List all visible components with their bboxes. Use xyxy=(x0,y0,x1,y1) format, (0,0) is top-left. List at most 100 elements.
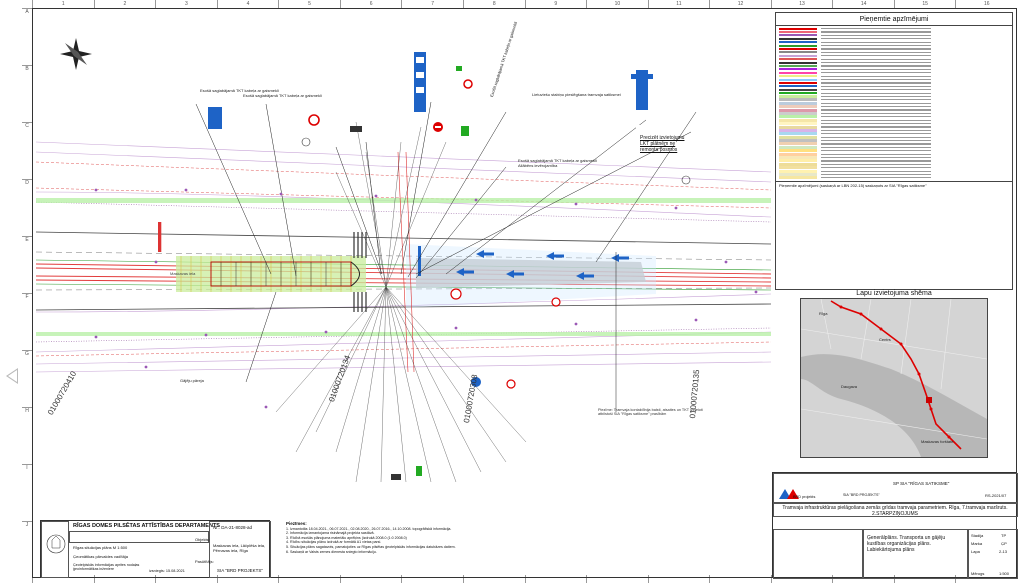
legend-row xyxy=(779,108,1009,112)
legend-row xyxy=(779,145,1009,149)
notes-line: 1. Izmantotās 18.04.2021., 06.07.2021., … xyxy=(286,526,452,531)
annotation-5: Esošā saglabājamā TKT kabeļa ar gaismekl… xyxy=(518,158,597,168)
map-label: Daugava xyxy=(841,384,858,389)
city-seal-icon xyxy=(46,534,66,554)
north-arrow-icon xyxy=(60,38,92,70)
legend-row xyxy=(779,51,1009,54)
title-block: SP SIA "RĪGAS SATIKSME" BRD projekts SIA… xyxy=(772,472,1018,579)
legend-row xyxy=(779,142,1009,146)
green-strip-bottom xyxy=(36,332,771,336)
radiating-leaders xyxy=(275,121,527,483)
legend-row xyxy=(779,44,1009,47)
legend-row xyxy=(779,105,1009,109)
legend-row xyxy=(779,128,1009,132)
legend-row xyxy=(779,159,1009,163)
legend-row xyxy=(779,176,1009,180)
stamp-line2: Ģeomātikas pārvaldes vadītāja xyxy=(73,554,128,559)
general-notes: Piezīmes: 1. Izmantotās 18.04.2021., 06.… xyxy=(286,521,576,578)
legend-row xyxy=(779,61,1009,64)
title-logo-text: BRD projekts xyxy=(793,495,816,499)
annotation-1: Esošā saglabājamā TKT kabeļa ar gaismekl… xyxy=(200,88,279,93)
legend-row xyxy=(779,152,1009,156)
legend-row xyxy=(779,91,1009,95)
stamp-author: SIA "BRD PROJEKTS" xyxy=(217,568,263,573)
legend-row xyxy=(779,71,1009,74)
sheet-value: 2-13 xyxy=(999,549,1008,554)
stamp-seal-area xyxy=(41,521,69,578)
legend-row xyxy=(779,166,1009,170)
stamp-row-label: Pasūtītājs: xyxy=(195,559,214,564)
approval-stamp: RĪGAS DOMES PILSĒTAS ATTĪSTĪBAS DEPARTAM… xyxy=(40,520,271,578)
legend-row xyxy=(779,156,1009,160)
legend-row xyxy=(779,81,1009,84)
site-plan-drawing xyxy=(36,38,771,483)
legend-row xyxy=(779,101,1009,105)
map-label: Maskavas forštate xyxy=(921,439,954,444)
previous-page-arrow-icon[interactable] xyxy=(6,368,18,384)
tram-platform-right xyxy=(416,258,646,288)
drawing-note: Piezīme: Tramvaja kontaktlīnija balsti, … xyxy=(598,408,703,416)
bottom-ruler xyxy=(32,575,1017,583)
legend-row xyxy=(779,47,1009,51)
stamp-object: Maskavas iela, Lāčplēša iela, Pērnavas i… xyxy=(213,543,266,553)
highlight-note: Precizēt izvietojumu LKT plātnēm ne remo… xyxy=(640,135,685,153)
stage-label: Stadija xyxy=(971,533,984,538)
legend-row xyxy=(779,58,1009,61)
location-map-graphic xyxy=(801,299,987,457)
leader-lines xyxy=(195,101,697,412)
legend-row xyxy=(779,37,1009,40)
map-title: Lapu izvietojuma shēma xyxy=(856,290,932,297)
title-code: RS-2021/07 xyxy=(985,493,1007,498)
legend-row xyxy=(779,135,1009,139)
notes-line: 6. Saskaņā ar Valsts zemes dienesta snie… xyxy=(286,549,377,554)
legend-row xyxy=(779,85,1009,88)
notes-title: Piezīmes: xyxy=(286,521,307,526)
stamp-row-label: Objekts: xyxy=(195,537,210,542)
notes-line: 5. Situācijas plāns sagatavots, pamatojo… xyxy=(286,544,456,549)
notes-line: 4. Rīcību situācijas plānu izdrukā ar fo… xyxy=(286,540,382,545)
mark-label: Marka xyxy=(971,541,983,546)
pedestrian-crossing xyxy=(353,232,367,312)
legend-row xyxy=(779,78,1009,81)
legend-row xyxy=(779,68,1009,71)
legend-row xyxy=(779,41,1009,44)
legend-row xyxy=(779,122,1009,126)
traffic-sign-icons xyxy=(208,52,691,480)
stamp-line3: Ģeotelpiskās informācijas aprites nodaļa… xyxy=(73,563,140,571)
legend-row xyxy=(779,111,1009,115)
legend-row xyxy=(779,162,1009,166)
property-lines xyxy=(36,141,771,373)
map-label: Centrs xyxy=(879,337,891,342)
legend-row xyxy=(779,118,1009,122)
legend-row xyxy=(779,30,1009,34)
mark-value: ĢP xyxy=(1001,541,1007,546)
legend-footer: Pieņemtie apzīmējumi (saskaņā ar LBN 202… xyxy=(776,180,1012,189)
legend-row xyxy=(779,149,1009,153)
annotation-7: Gājēju pāreja xyxy=(180,378,204,383)
legend-row xyxy=(779,88,1009,91)
legend-row xyxy=(779,115,1009,119)
legend-rows xyxy=(776,26,1012,181)
legend-row xyxy=(779,74,1009,78)
legend-title: Pieņemtie apzīmējumi xyxy=(776,13,1012,26)
title-client: SP SIA "RĪGAS SATIKSME" xyxy=(893,481,950,486)
legend-row xyxy=(779,98,1009,102)
lane-arrow-icons xyxy=(456,250,629,280)
legend-row xyxy=(779,125,1009,129)
legend-row xyxy=(779,95,1009,98)
legend-row xyxy=(779,27,1009,30)
sheet-label: Lapa xyxy=(971,549,980,554)
location-map: Rīga Centrs Daugava Maskavas forštate xyxy=(800,298,988,458)
stamp-date: izsniegts: 15.08.2021 xyxy=(149,569,185,573)
legend-row xyxy=(779,172,1009,176)
drawing-frame xyxy=(32,8,1017,578)
legend-row xyxy=(779,54,1009,57)
title-sheet-title: Ģenerālplāns. Transporta un gājēju kustī… xyxy=(867,535,946,553)
scale-label: Mērogs xyxy=(971,571,985,576)
annotation-2: Esošā saglabājamā TKT kabeļa ar gaismekl… xyxy=(243,93,322,98)
title-project: Tramvaja infrastruktūras pielāgošana zem… xyxy=(782,505,1008,517)
brd-logo-icon xyxy=(779,489,799,499)
stamp-department: RĪGAS DOMES PILSĒTAS ATTĪSTĪBAS DEPARTAM… xyxy=(73,523,220,529)
